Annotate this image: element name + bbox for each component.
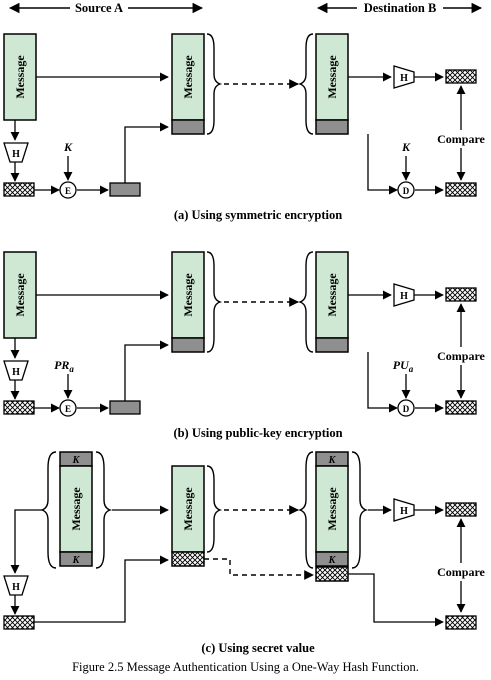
- encrypt-label: E: [65, 186, 71, 196]
- receiver-hash-icon: [393, 498, 415, 522]
- receiver-secret-key-bottom-label: K: [328, 555, 337, 566]
- panel-c: K Message K H Message K Message K H: [3, 451, 490, 655]
- received-message-box: [315, 33, 349, 121]
- received-tag-block: [315, 337, 349, 353]
- transmitted-hash-block: [171, 551, 205, 567]
- source-message-label: Message: [69, 487, 83, 531]
- panel-a-caption: (a) Using symmetric encryption: [174, 208, 342, 222]
- transmitted-tag-block: [171, 119, 205, 135]
- figure-caption: Figure 2.5 Message Authentication Using …: [72, 660, 419, 674]
- received-message-box: [315, 465, 349, 553]
- received-hash-block: [315, 566, 349, 582]
- hash-label: H: [12, 367, 20, 378]
- receiver-hash-label: H: [400, 506, 408, 517]
- decrypt-node: [397, 399, 415, 417]
- decrypt-node: [397, 181, 415, 199]
- receiver-hash-label: H: [400, 73, 408, 84]
- transmitted-message-box: [171, 465, 205, 553]
- receiver-secret-key-top-label: K: [328, 455, 337, 466]
- compare-label: Compare: [437, 132, 485, 146]
- encrypt-node: [59, 181, 77, 199]
- encrypt-label: E: [65, 404, 71, 414]
- received-message-label: Message: [325, 273, 339, 317]
- receiver-key-label: K: [401, 140, 411, 154]
- hash-function-icon: [3, 575, 29, 596]
- destination-label: Destination B: [364, 1, 437, 15]
- secret-key-bottom-label: K: [72, 555, 81, 566]
- hash-label: H: [12, 149, 20, 160]
- header: Source A Destination B: [8, 1, 483, 15]
- source-message-label: Message: [13, 55, 27, 99]
- public-key-label: PUa: [393, 358, 414, 374]
- hash-code-block: [3, 182, 35, 197]
- encrypted-hash-block: [109, 182, 141, 197]
- transmitted-message-label: Message: [181, 487, 195, 531]
- key-label: K: [63, 140, 73, 154]
- encrypt-node: [59, 399, 77, 417]
- receiver-hash-label: H: [400, 291, 408, 302]
- decrypt-label: D: [403, 404, 410, 414]
- secret-key-top-label: K: [72, 455, 81, 466]
- source-message-box: [59, 465, 93, 553]
- transmitted-message-box: [171, 251, 205, 339]
- computed-hash-block: [445, 502, 477, 517]
- source-label: Source A: [75, 1, 123, 15]
- source-message-label: Message: [13, 273, 27, 317]
- hash-function-icon: [3, 142, 29, 163]
- panel-c-caption: (c) Using secret value: [201, 641, 315, 655]
- source-message-box: [3, 33, 37, 121]
- decrypt-label: D: [403, 186, 410, 196]
- hash-function-icon: [3, 360, 29, 381]
- receiver-secret-key-bottom-block: [315, 551, 349, 567]
- compare-label: Compare: [437, 565, 485, 579]
- panel-b: Message H E PRa Message Message H D PUa: [3, 251, 490, 440]
- received-message-label: Message: [325, 487, 339, 531]
- panel-b-caption: (b) Using public-key encryption: [173, 426, 342, 440]
- receiver-hash-icon: [393, 65, 415, 89]
- decrypted-hash-block: [445, 400, 477, 415]
- receiver-hash-icon: [393, 283, 415, 307]
- hash-label: H: [12, 582, 20, 593]
- hash-code-block: [3, 615, 35, 630]
- compare-label: Compare: [437, 349, 485, 363]
- transmitted-tag-block: [171, 337, 205, 353]
- transmitted-message-label: Message: [181, 55, 195, 99]
- computed-hash-block: [445, 287, 477, 302]
- hash-code-block: [3, 400, 35, 415]
- computed-hash-block: [445, 69, 477, 84]
- decrypted-hash-block: [445, 182, 477, 197]
- private-key-label: PRa: [54, 358, 74, 374]
- source-message-box: [3, 251, 37, 339]
- received-message-box: [315, 251, 349, 339]
- received-tag-block: [315, 119, 349, 135]
- transmitted-message-label: Message: [181, 273, 195, 317]
- panel-a: Message H E K Message Message H D K: [3, 33, 490, 222]
- received-hash-copy-block: [445, 615, 477, 630]
- secret-key-bottom-block: [59, 551, 93, 567]
- signed-hash-block: [109, 400, 141, 415]
- received-message-label: Message: [325, 55, 339, 99]
